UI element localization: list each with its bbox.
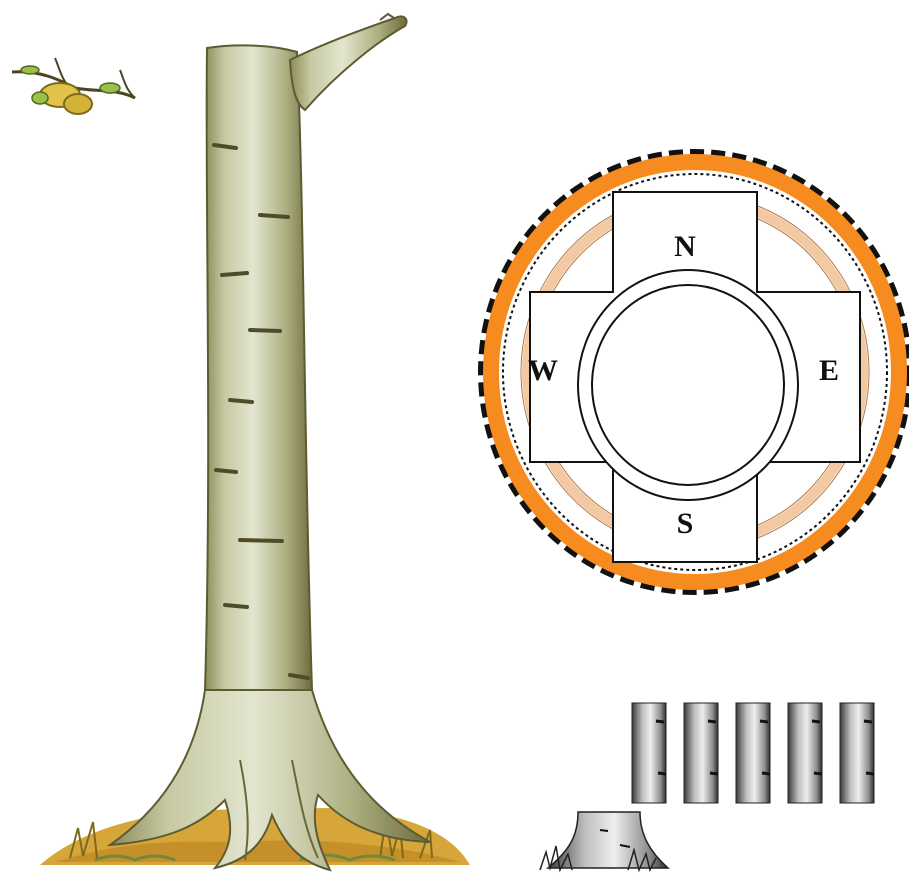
- trunk-segment-icon: [736, 703, 770, 803]
- trunk-segment-icon: [632, 703, 666, 803]
- leafy-twig-icon: [12, 58, 135, 114]
- tree-stump-icon: [540, 812, 668, 870]
- tree-trunk-illustration: [110, 14, 430, 870]
- compass-north-label: N: [674, 230, 696, 263]
- compass-south-label: S: [677, 507, 694, 540]
- trunk-segment-icon: [840, 703, 874, 803]
- trunk-segment-icon: [788, 703, 822, 803]
- compass-west-label: W: [528, 354, 558, 387]
- trunk-segment-icon: [684, 703, 718, 803]
- compass-diagram: N E S W: [483, 154, 907, 590]
- trunk-segments-row: [632, 703, 874, 803]
- compass-east-label: E: [819, 354, 839, 387]
